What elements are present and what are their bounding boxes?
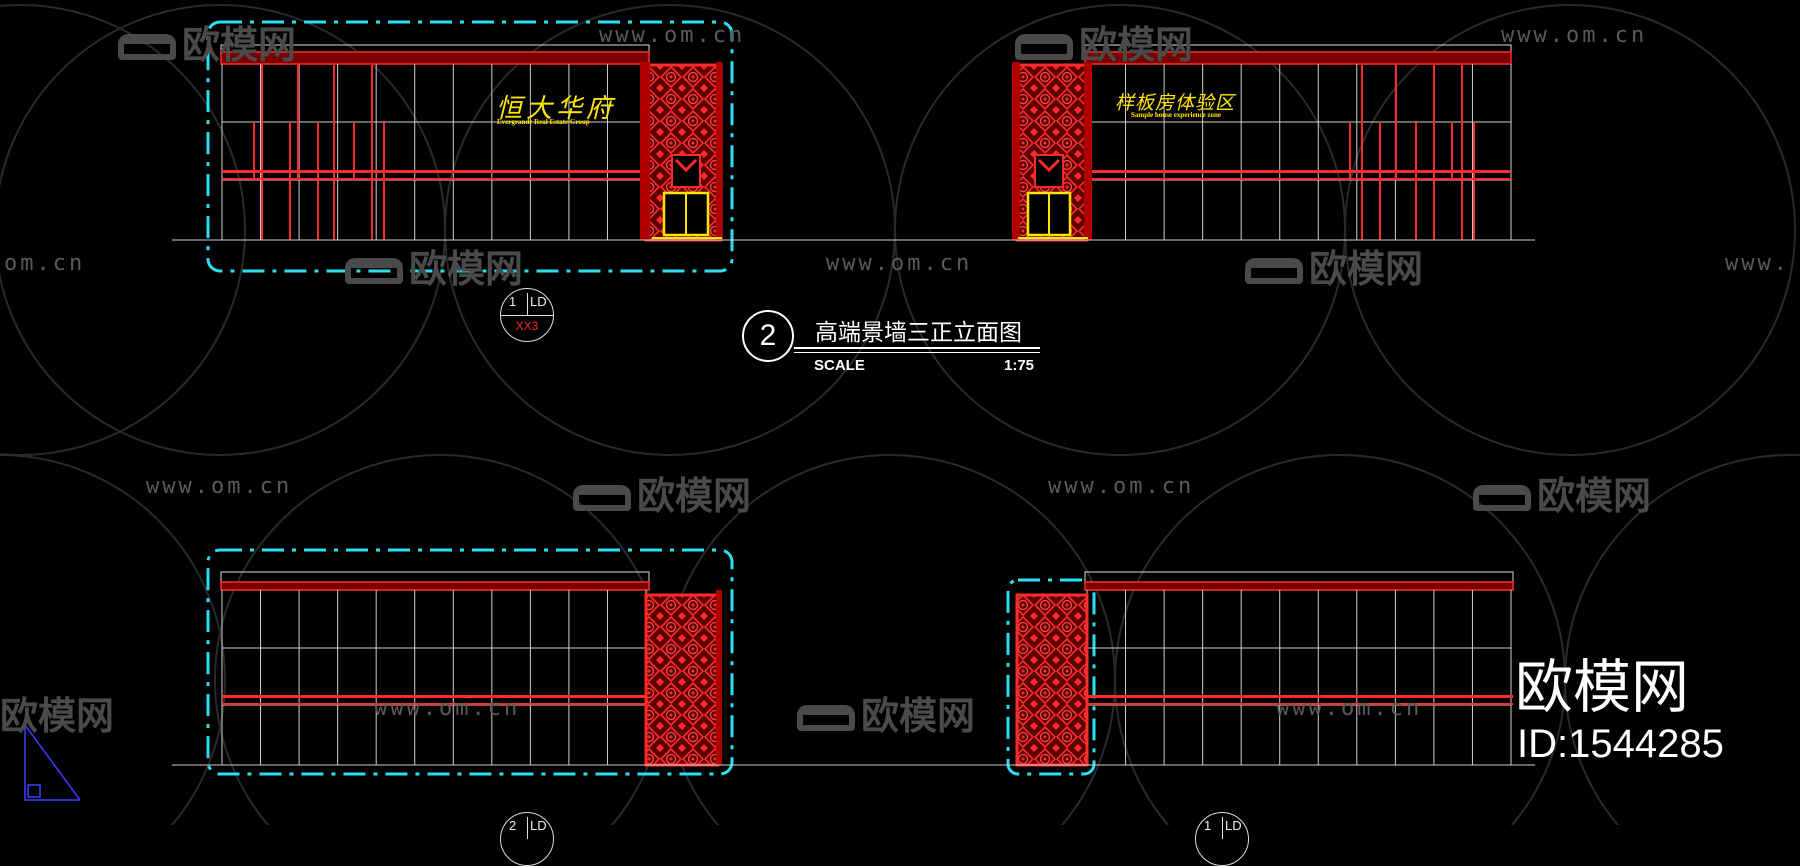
brand-name: 欧模网 [1515,653,1690,721]
title-underline [794,352,1040,353]
detail-callout: 2 LD [500,812,554,866]
section-marker-icon [24,724,81,801]
drawing-title-block: 2 高端景墙三正立面图 SCALE 1:75 [742,305,1042,385]
watermark-url: www.om.cn [1048,474,1195,499]
watermark-circle [1564,454,1800,825]
watermark-logo: 欧模网 [118,14,296,69]
sign-sub-right: Sample house experience zone [1131,111,1222,119]
sign-sub-left: Evergrande Real Estate Group [497,118,590,126]
scale-label: SCALE [814,357,865,374]
wall-grid-lines [221,590,647,765]
sofa-icon [1015,34,1073,60]
wall-grid-lines [1086,590,1512,765]
watermark-url: www.om.cn [374,696,521,721]
elevation-bottom-right [1006,571,1514,776]
sofa-icon [797,705,855,731]
cad-drawing-canvas [0,4,1800,825]
watermark-url: www. [1725,251,1790,276]
elevation-top-left [206,20,734,273]
drawing-title: 高端景墙三正立面图 [815,320,1022,346]
detail-callout: 1 LD XX3 [500,288,554,342]
sofa-icon [345,258,403,284]
elevation-bottom-left [206,548,734,776]
sign-main-right: 样板房体验区 [1115,92,1236,114]
detail-callout: 1 LD [1195,812,1249,866]
watermark-url: www.om.cn [146,474,293,499]
sofa-icon [1473,485,1531,511]
watermark-circle [1344,4,1796,456]
drawing-number: 2 [742,310,794,362]
watermark-url: www.om.cn [826,251,973,276]
sofa-icon [573,485,631,511]
watermark-logo: 欧模网 [573,465,751,520]
watermark-logo: 欧模网 [0,694,115,738]
watermark-logo: 欧模网 [1473,465,1651,520]
watermark-url: om.cn [4,251,86,276]
watermark-url: www.om.cn [1501,23,1648,48]
watermark-circles [0,4,1800,825]
watermark-circle [894,4,1346,456]
brand-id: ID:1544285 [1517,722,1724,766]
scale-value: 1:75 [1004,357,1035,374]
watermark-logo: 欧模网 [1245,238,1423,293]
watermark-logo: 欧模网 [1015,14,1193,69]
sofa-icon [1245,258,1303,284]
red-accent-fins [253,64,385,240]
sofa-icon [118,34,176,60]
title-underline [794,347,1040,349]
elevation-top-right [1012,44,1512,242]
red-accent-fins [1349,64,1475,240]
watermark-logo: 欧模网 [797,685,975,740]
watermark-logo: 欧模网 [345,238,523,293]
watermark-url: www.om.cn [599,23,746,48]
watermark-circle [0,454,226,825]
sign-main-left: 恒大华府 [496,94,617,124]
watermark-url: www.om.cn [1276,696,1423,721]
